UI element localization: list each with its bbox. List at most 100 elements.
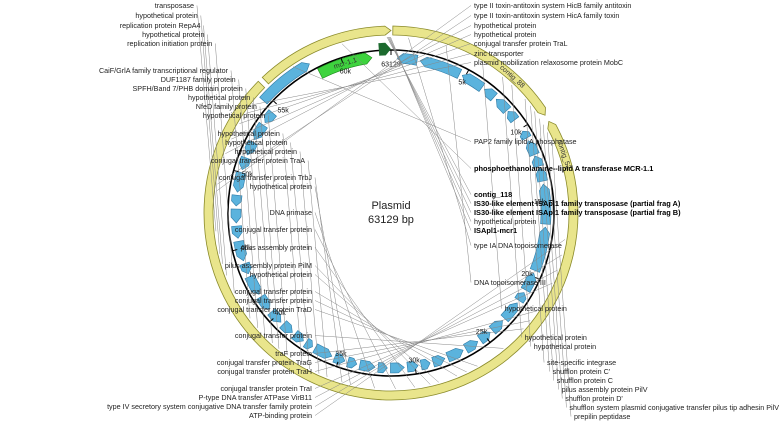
tick-label: 50k bbox=[242, 172, 254, 179]
feature-label: hypothetical protein bbox=[218, 129, 280, 138]
tick-label: 10k bbox=[510, 129, 522, 136]
feature-label: conjugal transfer protein TraG bbox=[217, 358, 312, 367]
cds-arrow bbox=[346, 356, 358, 369]
feature-label: type II toxin-antitoxin system HicB fami… bbox=[474, 1, 631, 10]
feature-label: conjugal transfer protein bbox=[235, 287, 312, 296]
feature-label: prepilin peptidase bbox=[574, 412, 630, 421]
label-leader bbox=[542, 124, 563, 399]
cds-arrow bbox=[500, 302, 518, 323]
tick-label: 25k bbox=[476, 329, 488, 336]
tick-label: 45k bbox=[240, 245, 252, 252]
feature-label: hypothetical protein bbox=[188, 93, 250, 102]
label-leader bbox=[252, 62, 472, 106]
label-leader bbox=[207, 34, 227, 276]
tick-label: 15k bbox=[534, 199, 546, 206]
feature-label: ISApl1-mcr1 bbox=[474, 226, 517, 235]
tick-mark bbox=[232, 249, 238, 252]
feature-label: NfeD family protein bbox=[196, 102, 257, 111]
label-leader bbox=[408, 37, 472, 246]
cds-arrow bbox=[264, 109, 277, 123]
label-leader bbox=[502, 76, 522, 338]
tick-label: 20k bbox=[521, 271, 533, 278]
tick-mark bbox=[269, 318, 274, 323]
cds-arrow bbox=[256, 293, 271, 310]
label-leader bbox=[307, 160, 328, 377]
tick-label: 35k bbox=[335, 351, 347, 358]
feature-label: plasmid mobilization relaxosome protein … bbox=[474, 58, 623, 67]
tick-mark bbox=[486, 338, 491, 343]
label-leader bbox=[314, 186, 351, 385]
cds-arrow bbox=[231, 225, 243, 239]
feature-label: conjugal transfer protein TrbJ bbox=[219, 173, 312, 182]
cds-arrow bbox=[514, 292, 527, 304]
cds-arrow bbox=[252, 121, 268, 141]
label-leader bbox=[215, 43, 235, 294]
label-leader bbox=[539, 118, 559, 390]
feature-label: shufflon protein C' bbox=[553, 367, 611, 376]
feature-label: hypothetical protein bbox=[534, 342, 596, 351]
tick-label: 5k bbox=[458, 80, 466, 87]
feature-label: conjugal transfer protein bbox=[235, 225, 312, 234]
feature-label: hypothetical protein bbox=[505, 304, 567, 313]
cds-arrow bbox=[506, 111, 520, 124]
cds-arrow bbox=[244, 139, 258, 156]
feature-label: hypothetical protein bbox=[474, 217, 536, 226]
feature-label: hypothetical protein bbox=[474, 30, 536, 39]
feature-label: pilus assembly protein bbox=[241, 243, 312, 252]
label-leader bbox=[314, 247, 416, 388]
feature-label: SPFH/Band 7/PHB domain protein bbox=[132, 84, 242, 93]
label-leader bbox=[196, 5, 217, 232]
feature-label: IS30-like element ISApl1 family transpos… bbox=[474, 208, 681, 217]
label-leader bbox=[299, 151, 320, 374]
cds-arrow bbox=[244, 274, 261, 295]
label-leader bbox=[290, 142, 310, 370]
label-leader bbox=[239, 43, 472, 124]
cds-arrow bbox=[419, 56, 463, 79]
feature-label: contig_118 bbox=[474, 190, 512, 199]
label-leader bbox=[314, 282, 553, 389]
feature-label: pilus assembly protein PilM bbox=[225, 261, 312, 270]
label-leader bbox=[267, 115, 288, 356]
feature-label: type IA DNA topoisomerase bbox=[474, 241, 562, 250]
cds-arrow bbox=[378, 42, 391, 56]
tick-label: 40k bbox=[274, 310, 286, 317]
label-leader bbox=[216, 5, 472, 192]
label-leader bbox=[314, 320, 531, 363]
feature-label: DNA primase bbox=[270, 208, 312, 217]
feature-label: hypothetical protein bbox=[135, 11, 197, 20]
label-leader bbox=[203, 25, 223, 264]
feature-label: replication protein RepA4 bbox=[120, 21, 201, 30]
cds-arrow bbox=[419, 358, 431, 371]
cds-arrow bbox=[259, 62, 310, 105]
label-leader bbox=[534, 111, 554, 381]
cds-arrow bbox=[463, 340, 479, 354]
label-leader bbox=[530, 105, 550, 372]
contig-arc bbox=[261, 25, 392, 85]
tick-label: 63129 bbox=[381, 62, 401, 69]
cds-arrow bbox=[302, 337, 313, 350]
label-leader bbox=[314, 328, 524, 354]
label-leader bbox=[445, 45, 472, 283]
cds-arrow bbox=[230, 208, 242, 224]
label-leader bbox=[253, 97, 273, 343]
feature-label: hypothetical protein bbox=[250, 270, 312, 279]
tick-label: 55k bbox=[278, 108, 290, 115]
cds-arrow bbox=[312, 343, 333, 359]
label-leader bbox=[217, 15, 472, 185]
label-leader bbox=[524, 98, 545, 363]
feature-label: type IV secretory system conjugative DNA… bbox=[107, 402, 312, 411]
feature-label: IS30-like element ISApl1 family transpos… bbox=[474, 199, 681, 208]
label-leader bbox=[314, 254, 563, 407]
feature-label: DNA topoisomerase III bbox=[474, 278, 546, 287]
feature-labels: type II toxin-antitoxin system HicB fami… bbox=[99, 1, 779, 421]
feature-label: conjugal transfer protein TraA bbox=[211, 156, 305, 165]
label-leader bbox=[390, 36, 472, 231]
feature-label: conjugal transfer protein bbox=[235, 296, 312, 305]
label-leader-lines bbox=[196, 5, 572, 417]
feature-label: P-type DNA transfer ATPase VirB11 bbox=[199, 393, 312, 402]
tick-mark bbox=[233, 169, 239, 173]
label-leader bbox=[230, 70, 251, 319]
feature-label: replication initiation protein bbox=[127, 39, 212, 48]
tick-mark bbox=[340, 57, 344, 63]
feature-label: hypothetical protein bbox=[525, 333, 587, 342]
